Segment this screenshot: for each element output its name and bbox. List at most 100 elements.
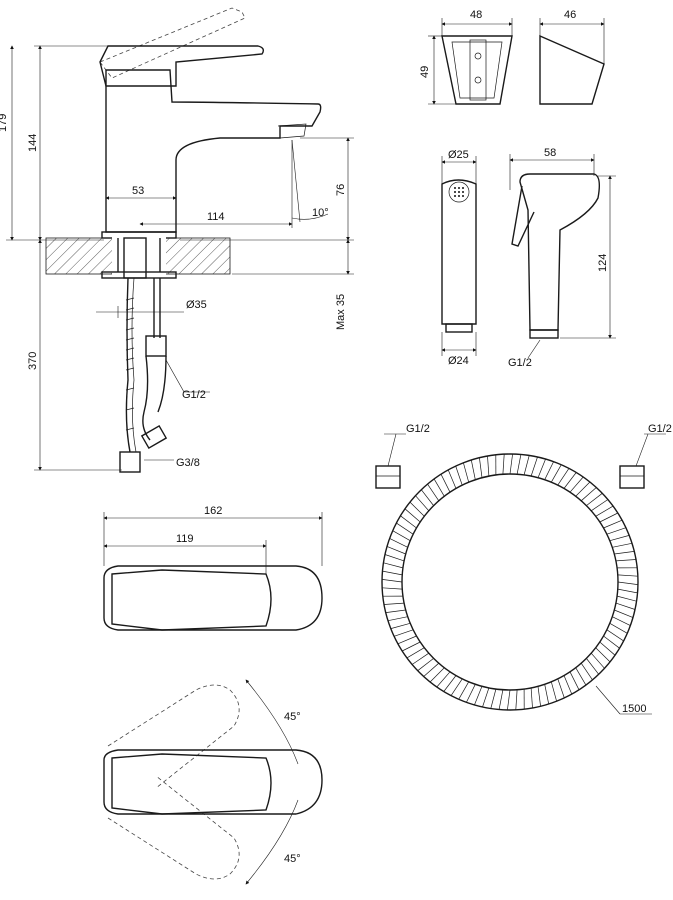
hose-rib — [402, 641, 421, 652]
hose-rib — [450, 678, 463, 696]
dim-179: 179 — [0, 114, 9, 132]
hose-rib — [544, 684, 550, 705]
hose-rib — [617, 581, 639, 585]
hose-rib — [427, 483, 440, 501]
hand-shower-front-view — [441, 156, 477, 356]
hose-rib — [433, 478, 445, 497]
hose-rib — [385, 609, 406, 613]
label-g38-supply: G3/8 — [176, 457, 200, 469]
hand-shower-side-view — [509, 154, 616, 359]
hose-rib — [384, 554, 405, 562]
hose-rib — [458, 681, 470, 700]
hose-rib — [386, 546, 406, 555]
holder-side-view — [539, 18, 605, 105]
hose-rib — [515, 689, 518, 710]
hose-rib — [404, 508, 421, 523]
angle-bottom-45: 45° — [284, 853, 301, 865]
hose-rib — [606, 629, 624, 642]
dim-49: 49 — [419, 66, 431, 78]
hose-rib — [523, 455, 530, 475]
faucet-side-view — [6, 7, 354, 473]
hose-rib — [606, 527, 627, 535]
dim-48: 48 — [470, 9, 482, 21]
hose-rib — [603, 635, 620, 649]
dim-370: 370 — [27, 352, 39, 370]
hose-rib — [479, 457, 483, 478]
hose-rib — [537, 458, 546, 478]
dim-d25: Ø25 — [448, 149, 469, 161]
connector-g12 — [145, 335, 167, 357]
hose-rib — [417, 658, 434, 671]
hose-rib — [507, 689, 511, 711]
hose-rib — [617, 574, 638, 577]
faucet-rotation-view — [103, 679, 323, 885]
dim-53: 53 — [132, 185, 144, 197]
hose-rib — [498, 689, 504, 710]
hose-rib — [595, 505, 614, 517]
hose-rib — [612, 616, 631, 626]
dim-124: 124 — [597, 254, 609, 272]
dim-46: 46 — [564, 9, 576, 21]
hose-rib — [415, 495, 430, 512]
hose-rib — [569, 476, 584, 493]
hose-rib — [557, 468, 570, 486]
hose-rib — [563, 472, 577, 489]
hose-rib — [580, 663, 593, 681]
hose-rib — [502, 454, 505, 475]
dim-76: 76 — [335, 184, 347, 196]
hose-rib — [537, 686, 541, 707]
hose-rib — [406, 647, 425, 659]
hose-rib — [470, 459, 476, 480]
hose-rib — [440, 474, 451, 493]
hose-rib — [466, 684, 476, 703]
hose-rib — [615, 559, 637, 562]
hose-rib — [516, 454, 522, 475]
label-hose-right-thread: G1/2 — [648, 423, 672, 435]
hose-rib — [609, 535, 630, 542]
holder-front-view — [428, 18, 513, 105]
hose-rib — [392, 530, 411, 542]
dim-hole-35: Ø35 — [186, 299, 207, 311]
hose-rib — [393, 629, 414, 637]
hose-rib — [390, 622, 411, 629]
hose-rib — [544, 461, 554, 480]
hose-rib — [609, 622, 628, 634]
hose-rib — [530, 687, 533, 709]
hose-rib — [397, 635, 417, 645]
hose-rib — [482, 687, 490, 708]
hose-rib — [421, 489, 434, 506]
hose-rib — [382, 570, 403, 576]
hose-rib — [490, 689, 497, 709]
hose-rib — [429, 667, 445, 683]
connector-g38 — [119, 451, 141, 473]
hose-rib — [411, 652, 429, 665]
dim-144: 144 — [27, 134, 39, 152]
faucet-top-view — [103, 512, 323, 631]
hose-rib — [557, 678, 565, 699]
hose-rib — [575, 481, 591, 497]
hose-rib — [617, 588, 638, 594]
hose-rib — [591, 499, 609, 512]
hose-rib — [474, 686, 483, 706]
angle-top-45: 45° — [284, 711, 301, 723]
hose-rib — [617, 595, 637, 602]
hose-rib — [509, 453, 513, 475]
hose-rib — [463, 462, 470, 483]
hose-rib — [423, 662, 440, 677]
hose-rib — [586, 658, 599, 675]
hose-rib — [614, 609, 634, 618]
hose-rib — [599, 641, 616, 656]
hose-rib — [590, 652, 605, 669]
hose-rib — [443, 675, 457, 692]
hose-rib — [382, 587, 403, 590]
hose-rib — [383, 562, 403, 569]
hose-rib — [614, 551, 635, 555]
hose-coil — [375, 433, 666, 715]
hose-rib — [409, 501, 425, 517]
hose-rib — [383, 602, 405, 605]
hose-rib — [447, 469, 457, 489]
dim-max-35: Max 35 — [335, 294, 347, 330]
hose-rib — [599, 512, 618, 523]
hose-rib — [455, 465, 463, 486]
hose-rib — [586, 493, 603, 506]
